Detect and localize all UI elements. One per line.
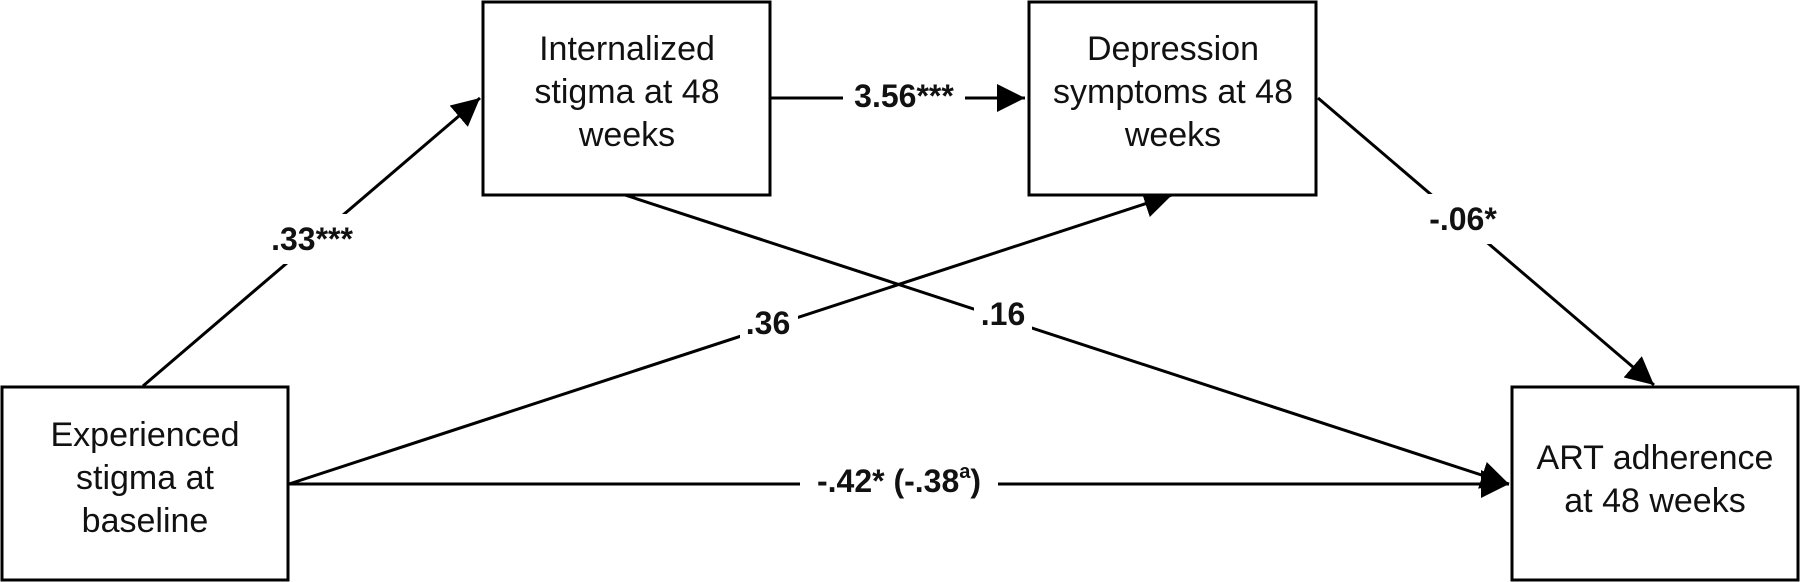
node-internalized-stigma: Internalized stigma at 48 weeks xyxy=(481,0,772,197)
edge-experienced-to-depression xyxy=(288,190,1173,486)
label-experienced-to-internalized: .33*** xyxy=(258,214,366,264)
node-depression-symptoms: Depression symptoms at 48 weeks xyxy=(1027,0,1318,197)
label-experienced-to-depression: .36 xyxy=(740,299,798,347)
label-experienced-to-adherence: -.42* (-.38a) xyxy=(800,458,998,510)
path-coefficient: .16 xyxy=(981,296,1025,332)
path-coefficient: -.42* (-.38a) xyxy=(817,461,981,499)
edges xyxy=(142,84,1655,498)
edge-internalized-to-adherence xyxy=(624,193,1510,489)
node-label-line: Depression xyxy=(1087,30,1259,68)
path-coefficient: .33*** xyxy=(271,221,353,257)
label-internalized-to-depression: 3.56*** xyxy=(843,74,965,124)
node-label-line: weeks xyxy=(578,116,675,154)
node-label-line: stigma at xyxy=(76,459,214,497)
path-coefficient: 3.56*** xyxy=(854,78,954,114)
path-coefficient: -.06* xyxy=(1429,201,1497,237)
node-label-line: stigma at 48 xyxy=(534,73,719,111)
node-label-line: symptoms at 48 xyxy=(1053,73,1293,111)
node-label-line: baseline xyxy=(82,502,209,540)
node-label-line: Experienced xyxy=(50,416,239,454)
label-internalized-to-adherence: .16 xyxy=(974,290,1032,338)
node-experienced-stigma: Experienced stigma at baseline xyxy=(0,385,290,582)
node-label-line: at 48 weeks xyxy=(1564,482,1745,520)
node-label-line: Internalized xyxy=(539,30,715,68)
path-coefficient: .36 xyxy=(746,305,790,341)
node-art-adherence: ART adherence at 48 weeks xyxy=(1510,385,1800,582)
label-depression-to-adherence: -.06* xyxy=(1420,194,1506,244)
node-label-line: weeks xyxy=(1124,116,1221,154)
edge-labels: .33*** 3.56*** -.06* .36 .16 -.42* (-.38… xyxy=(258,74,1506,510)
node-label-line: ART adherence xyxy=(1537,439,1774,477)
